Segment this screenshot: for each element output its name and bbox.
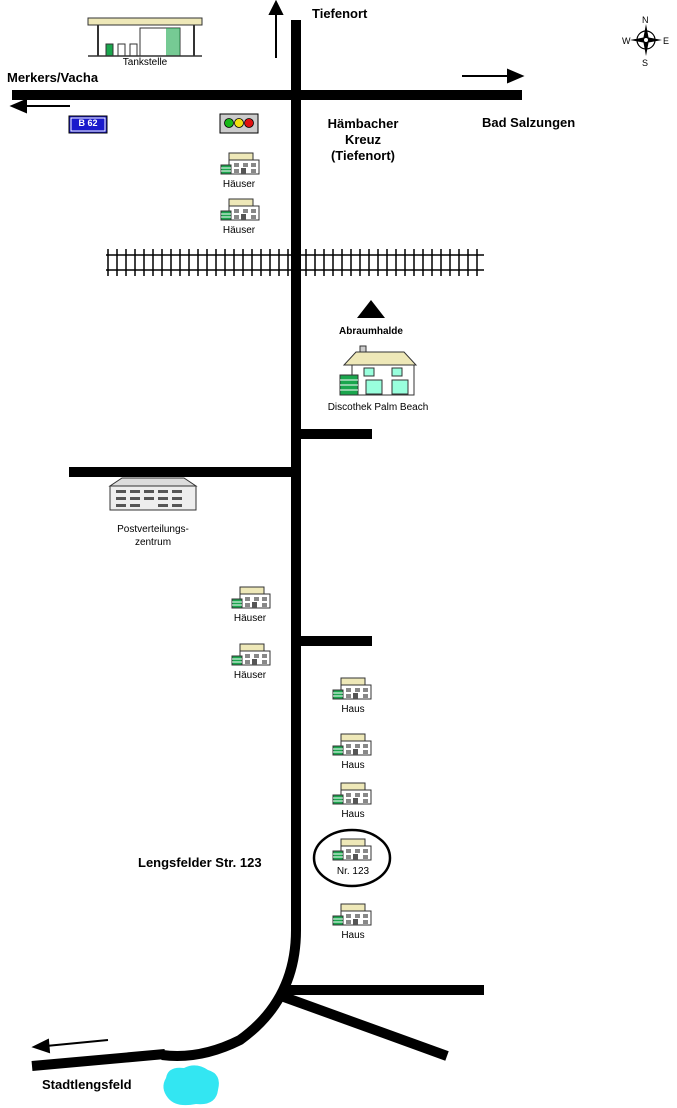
label-haeuser: Häuser xyxy=(222,225,256,236)
post-line-1: Postverteilungs- xyxy=(117,524,189,535)
label-haus: Haus xyxy=(341,704,365,715)
label-tankstelle: Tankstelle xyxy=(122,57,168,68)
house-icon xyxy=(231,586,271,609)
kreuz-line-3: (Tiefenort) xyxy=(330,148,396,163)
label-haus: Haus xyxy=(341,760,365,771)
label-haeuser: Häuser xyxy=(233,613,267,624)
arrow-north xyxy=(268,0,284,58)
house-icon xyxy=(332,903,372,926)
label-stadtlengsfeld: Stadtlengsfeld xyxy=(42,1077,132,1092)
label-abraumhalde: Abraumhalde xyxy=(339,326,403,337)
label-address: Lengsfelder Str. 123 xyxy=(138,855,262,870)
compass-rose-icon xyxy=(630,24,662,56)
road-stadtlengsfeld xyxy=(31,1049,166,1071)
house-icon xyxy=(231,643,271,666)
house-icon xyxy=(220,152,260,175)
side-road-southeast xyxy=(282,992,449,1061)
post-line-2: zentrum xyxy=(134,537,172,548)
label-b62: B 62 xyxy=(78,118,98,128)
disco-building-icon xyxy=(339,345,418,396)
b62-sign-icon xyxy=(68,115,108,134)
main-road xyxy=(161,20,301,1061)
compass-s: S xyxy=(642,58,649,68)
post-center-building-icon xyxy=(108,477,198,511)
railway xyxy=(106,254,484,271)
railway-ties xyxy=(107,249,478,276)
label-target: Nr. 123 xyxy=(336,866,370,877)
compass-n: N xyxy=(642,15,649,25)
label-haeuser: Häuser xyxy=(222,179,256,190)
label-disco: Discothek Palm Beach xyxy=(327,402,429,413)
label-tiefenort: Tiefenort xyxy=(312,6,368,21)
label-bad-salzungen: Bad Salzungen xyxy=(482,115,576,130)
label-haembacher-kreuz: Hämbacher Kreuz (Tiefenort) xyxy=(318,116,408,164)
label-haus: Haus xyxy=(341,809,365,820)
compass-e: E xyxy=(663,36,670,46)
kreuz-line-1: Hämbacher xyxy=(327,116,399,131)
house-icon xyxy=(220,198,260,221)
arrow-west xyxy=(9,98,70,114)
house-icon xyxy=(332,838,372,861)
label-haeuser: Häuser xyxy=(233,670,267,681)
label-haus: Haus xyxy=(341,930,365,941)
spoil-heap-icon xyxy=(357,300,385,318)
house-icon xyxy=(332,677,372,700)
arrow-east xyxy=(462,68,525,84)
label-post-center: Postverteilungs- zentrum xyxy=(100,523,206,549)
traffic-light-icon xyxy=(219,113,259,134)
house-icon xyxy=(332,733,372,756)
label-merkers-vacha: Merkers/Vacha xyxy=(7,70,99,85)
arrow-southwest xyxy=(31,1038,109,1054)
house-icon xyxy=(332,782,372,805)
kreuz-line-2: Kreuz xyxy=(344,132,382,147)
gas-station-icon xyxy=(87,17,203,57)
target-marker-circle xyxy=(312,828,392,888)
lake-icon xyxy=(163,1065,219,1106)
compass-w: W xyxy=(622,36,631,46)
